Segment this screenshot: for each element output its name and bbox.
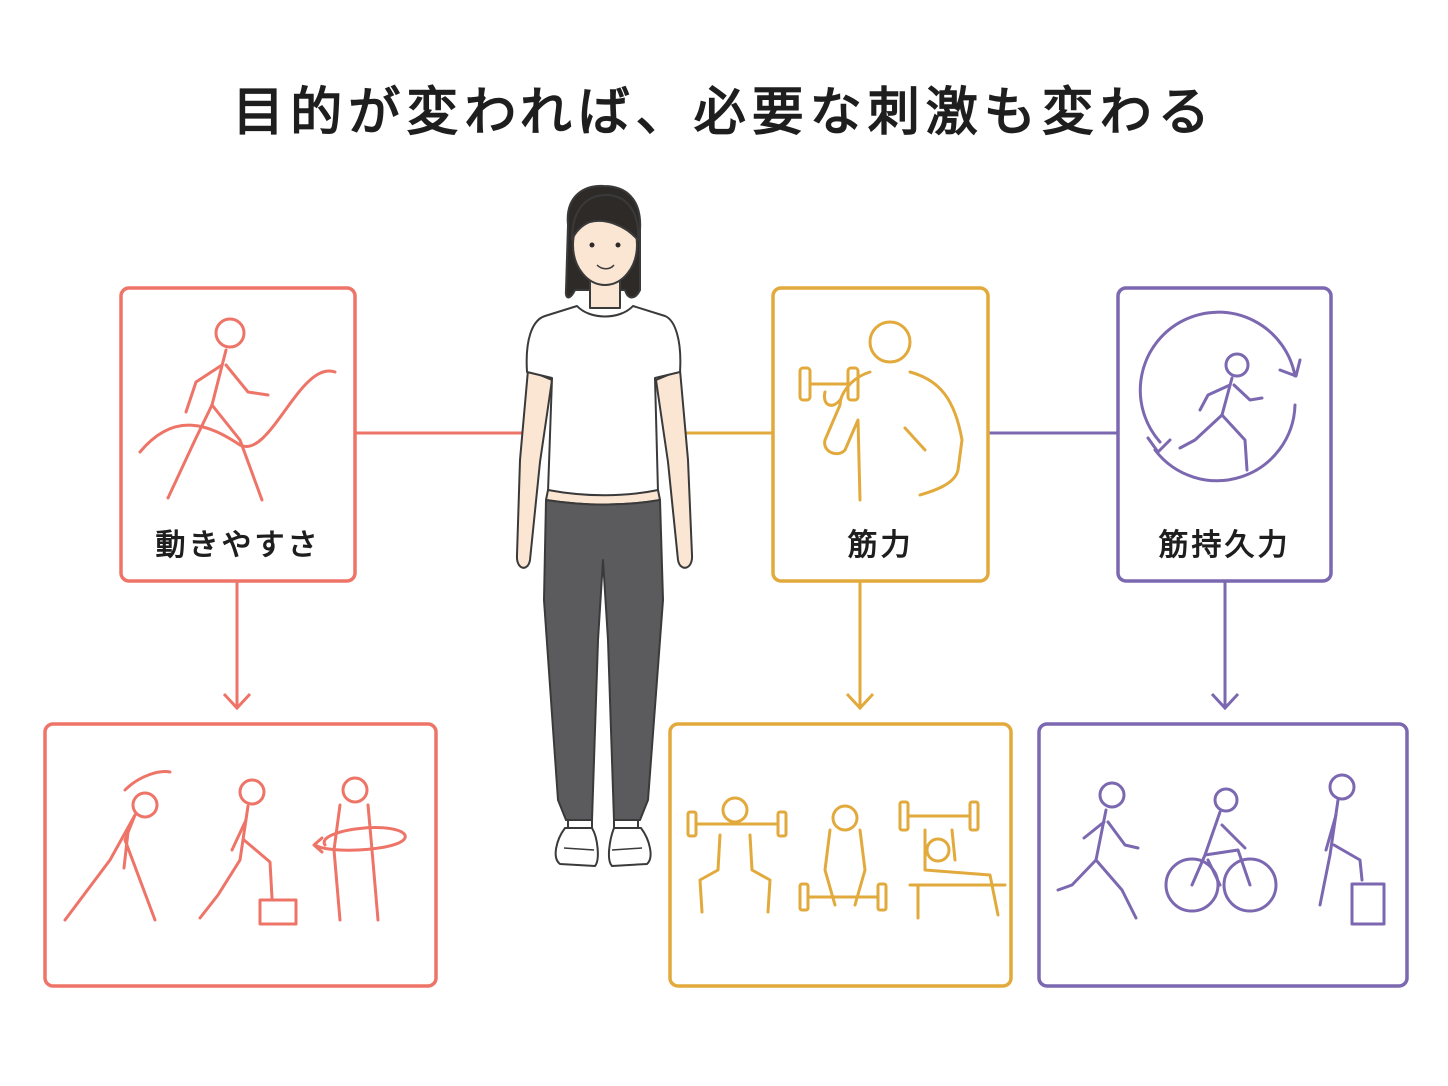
step-up-icon-endurance: [1318, 773, 1386, 926]
woman-figure: [515, 184, 694, 867]
example-box-strength: [668, 722, 1013, 988]
dumbbell-curl-icon: [798, 320, 964, 502]
running-cycle-icon: [1138, 310, 1302, 483]
squat-icon: [686, 796, 788, 914]
goal-label-strength-endurance: 筋持久力: [1158, 528, 1291, 563]
connectors: [222, 431, 1240, 711]
goal-label-strength: 筋力: [847, 528, 914, 563]
deadlift-icon: [798, 804, 888, 912]
page-title: 目的が変われば、必要な刺激も変わる: [232, 83, 1216, 143]
running-wave-icon: [138, 317, 337, 502]
running-icon: [1056, 781, 1140, 920]
arrow-head-mobility: [222, 692, 252, 711]
torso-twist-icon: [312, 776, 407, 922]
bench-press-icon: [898, 800, 1007, 920]
side-stretch-icon: [63, 770, 172, 922]
goal-label-mobility: 動きやすさ: [155, 528, 321, 563]
cycling-icon: [1164, 787, 1278, 913]
arrow-head-strength-endurance: [1210, 692, 1240, 711]
goal-box-strength: [771, 286, 990, 583]
example-box-strength-endurance: [1037, 722, 1409, 988]
arrow-head-strength: [845, 692, 875, 711]
step-up-icon: [198, 778, 298, 926]
goal-box-strength-endurance: [1116, 286, 1333, 583]
goal-box-mobility: [119, 286, 357, 583]
